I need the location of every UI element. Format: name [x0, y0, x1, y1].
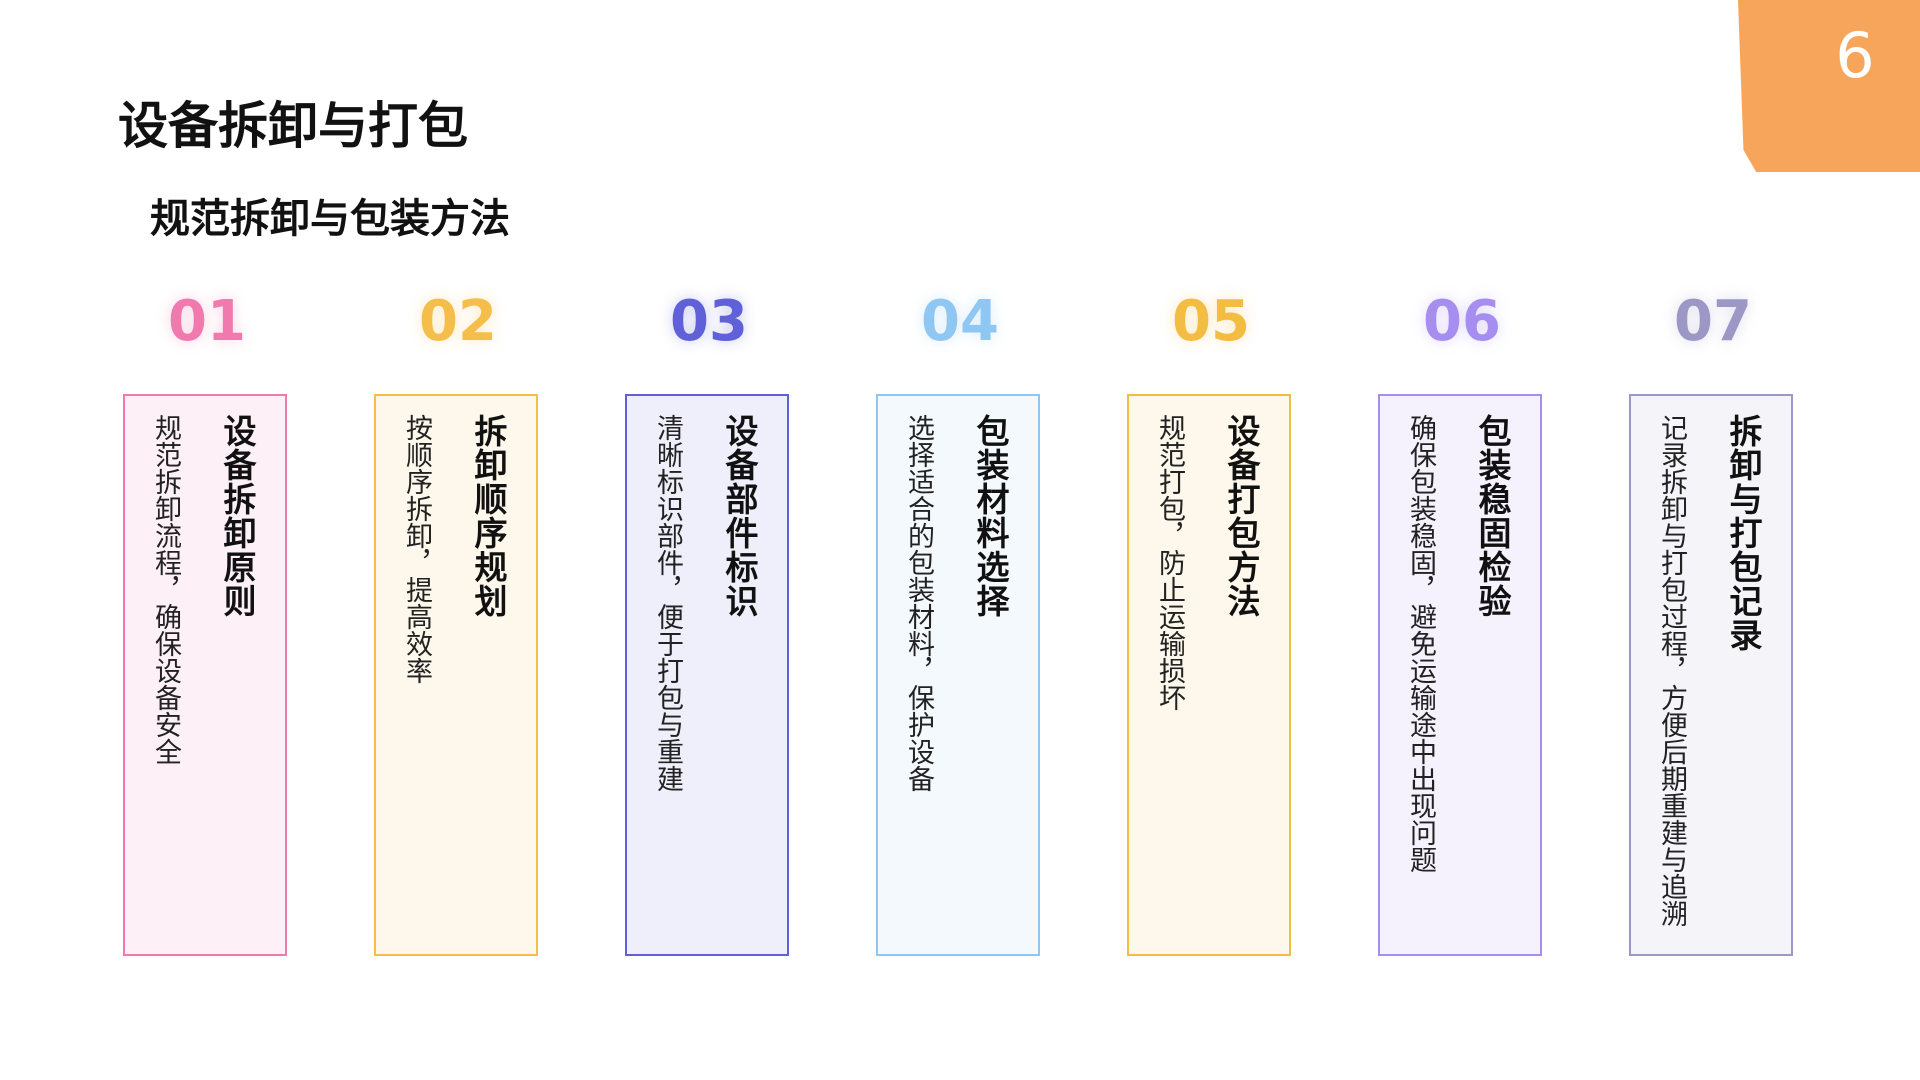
step-card: 拆卸顺序规划 按顺序拆卸，提高效率	[374, 394, 538, 956]
step-card: 拆卸与打包记录 记录拆卸与打包过程，方便后期重建与追溯	[1629, 394, 1793, 956]
step-heading: 设备部件标识	[720, 414, 759, 618]
step-description: 规范拆卸流程，确保设备安全	[150, 414, 181, 765]
page-subtitle: 规范拆卸与包装方法	[150, 196, 510, 242]
page-number: 6	[1835, 19, 1875, 92]
step-number: 01	[168, 289, 246, 354]
step-number: 03	[670, 289, 748, 354]
step-number: 05	[1172, 289, 1250, 354]
step-description: 记录拆卸与打包过程，方便后期重建与追溯	[1656, 414, 1687, 927]
page-title: 设备拆卸与打包	[118, 97, 468, 155]
step-card: 包装材料选择 选择适合的包装材料，保护设备	[876, 394, 1040, 956]
step-card: 包装稳固检验 确保包装稳固，避免运输途中出现问题	[1378, 394, 1542, 956]
step-description: 规范打包，防止运输损坏	[1154, 414, 1185, 711]
step-number: 04	[921, 289, 999, 354]
step-description: 选择适合的包装材料，保护设备	[903, 414, 934, 792]
step-heading: 包装稳固检验	[1473, 414, 1512, 618]
step-card: 设备部件标识 清晰标识部件，便于打包与重建	[625, 394, 789, 956]
step-heading: 设备拆卸原则	[218, 414, 257, 618]
step-number: 02	[419, 289, 497, 354]
step-heading: 包装材料选择	[971, 414, 1010, 618]
step-heading: 拆卸与打包记录	[1724, 414, 1763, 652]
step-card: 设备打包方法 规范打包，防止运输损坏	[1127, 394, 1291, 956]
step-description: 按顺序拆卸，提高效率	[401, 414, 432, 684]
step-description: 清晰标识部件，便于打包与重建	[652, 414, 683, 792]
step-heading: 拆卸顺序规划	[469, 414, 508, 618]
step-description: 确保包装稳固，避免运输途中出现问题	[1405, 414, 1436, 873]
page-number-badge	[1738, 0, 1920, 172]
step-heading: 设备打包方法	[1222, 414, 1261, 618]
step-number: 06	[1423, 289, 1501, 354]
step-number: 07	[1674, 289, 1752, 354]
step-card: 设备拆卸原则 规范拆卸流程，确保设备安全	[123, 394, 287, 956]
